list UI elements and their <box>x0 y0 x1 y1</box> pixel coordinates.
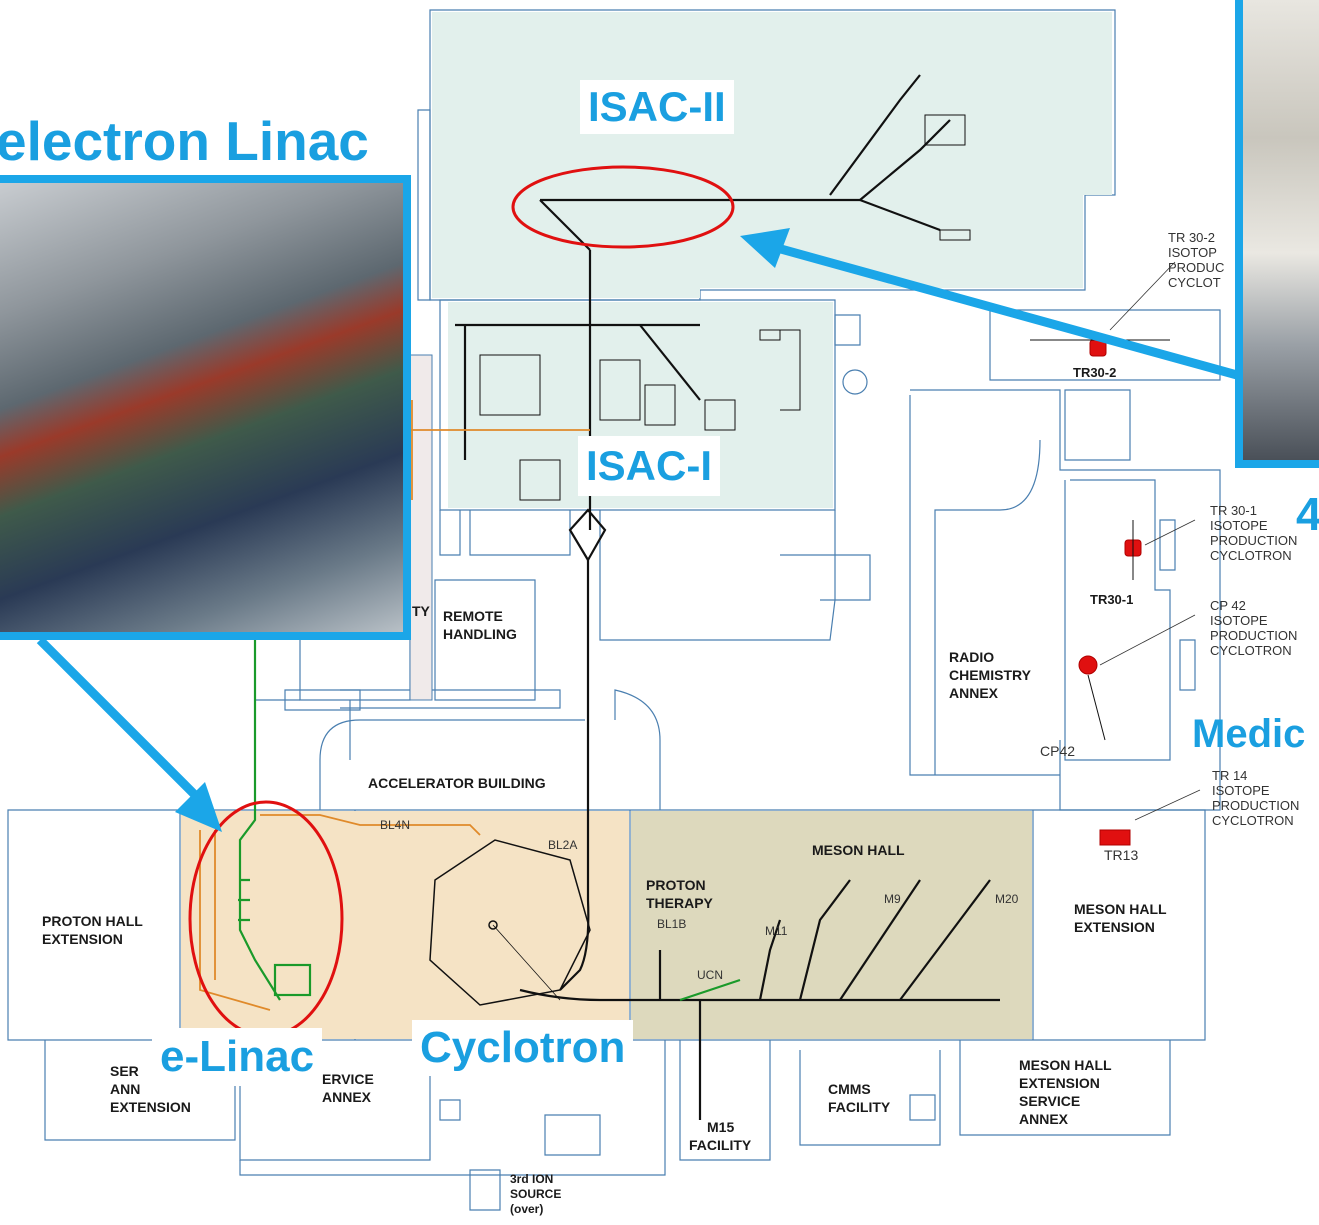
tr30-1-callout: TR 30-1 ISOTOPE PRODUCTION CYCLOTRON <box>1210 503 1298 563</box>
tr30-1-label: TR30-1 <box>1090 592 1134 607</box>
electron-linac-label: electron Linac <box>0 110 369 172</box>
m20-label: M20 <box>995 892 1019 906</box>
bl2a-label: BL2A <box>548 838 578 852</box>
m15-facility-label: M15 FACILITY <box>689 1119 752 1153</box>
isac2-photo-image <box>1243 0 1319 460</box>
accelerator-building-label: ACCELERATOR BUILDING <box>368 775 546 791</box>
ion-source-label: 3rd ION SOURCE (over) <box>510 1172 562 1216</box>
electron-linac-photo <box>0 175 411 640</box>
isac1-equipment <box>479 114 971 501</box>
bl4n-label: BL4N <box>380 818 411 832</box>
tr30-2-callout: TR 30-2 ISOTOP PRODUC CYCLOT <box>1168 230 1225 290</box>
tr14-callout: TR 14 ISOTOPE PRODUCTION CYCLOTRON <box>1212 768 1300 828</box>
bl1b-label: BL1B <box>657 917 687 931</box>
isac2-linac-ellipse <box>511 165 735 249</box>
m9-label: M9 <box>884 892 901 906</box>
proton-therapy-label: PROTON THERAPY <box>646 877 713 911</box>
service-annex-label: ERVICE ANNEX <box>322 1071 374 1105</box>
isac2-label: ISAC-II <box>580 80 734 134</box>
main-cyclotron <box>429 839 591 1006</box>
ucn-label: UCN <box>697 968 723 982</box>
cp42-callout: CP 42 ISOTOPE PRODUCTION CYCLOTRON <box>1210 598 1298 658</box>
four-label: 4 <box>1296 488 1319 540</box>
cmms-facility-label: CMMS FACILITY <box>828 1081 891 1115</box>
meson-hall-extension-label: MESON HALL EXTENSION <box>1074 901 1167 935</box>
cyclotron-vault-zone <box>181 811 629 1039</box>
highlight-arrows <box>36 228 1257 832</box>
isac2-photo <box>1235 0 1319 468</box>
m11-label: M11 <box>765 924 788 938</box>
linac-photo-image <box>0 183 403 632</box>
callout-lines <box>1099 261 1201 821</box>
cyclotron-label: Cyclotron <box>412 1020 634 1076</box>
elinac-label: e-Linac <box>152 1028 323 1086</box>
meson-hall-ext-service-annex-label: MESON HALL EXTENSION SERVICE ANNEX <box>1019 1057 1112 1127</box>
remote-handling-label: REMOTE HANDLING <box>443 608 517 642</box>
facility-partial-label: TY <box>412 603 430 619</box>
cp42-label: CP42 <box>1040 743 1076 759</box>
service-annex-extension-label: SER ANN EXTENSION <box>110 1063 191 1115</box>
isac1-label: ISAC-I <box>578 436 720 496</box>
meson-hall-label: MESON HALL <box>812 842 905 858</box>
proton-hall-extension-label: PROTON HALL EXTENSION <box>42 913 143 947</box>
radio-chemistry-label: RADIO CHEMISTRY ANNEX <box>949 649 1031 701</box>
tr30-2-label: TR30-2 <box>1073 365 1117 380</box>
remote-handling-zone <box>409 354 433 701</box>
isotope-beamlines <box>1030 339 1170 741</box>
medical-label: Medic <box>1192 712 1306 756</box>
tr13-label: TR13 <box>1104 847 1139 863</box>
